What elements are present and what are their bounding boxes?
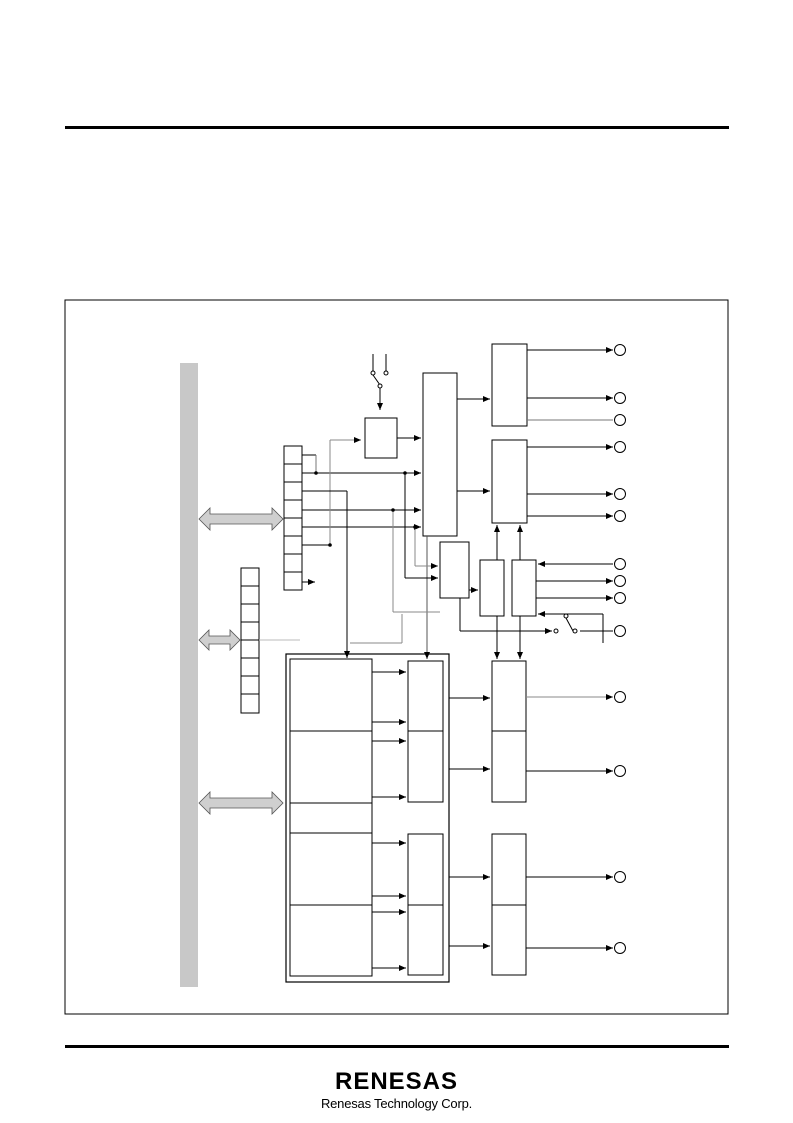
register-stack-a — [283, 445, 303, 591]
control-block — [439, 541, 470, 599]
header-rule — [65, 126, 729, 129]
output-block-1 — [491, 343, 528, 427]
io-block-2 — [511, 559, 537, 617]
output-lines-top — [527, 347, 613, 519]
internal-bus — [180, 363, 198, 987]
io-lines — [424, 536, 613, 659]
prescaler-block — [364, 417, 398, 459]
bus-arrow-top — [198, 507, 284, 531]
bus-arrow-bottom — [198, 791, 284, 815]
register-stack-b — [240, 567, 260, 714]
register-to-compare-arrows — [372, 669, 406, 971]
diagram-frame — [64, 299, 729, 1015]
clock-select-switch — [370, 354, 389, 410]
compare-blocks — [407, 660, 444, 976]
footer-rule — [65, 1045, 729, 1048]
output-lines-lower — [526, 694, 613, 951]
counter-block — [422, 372, 458, 537]
pins — [614, 344, 626, 954]
compare-to-output-arrows — [449, 695, 490, 949]
output-blocks-lower — [491, 660, 527, 976]
renesas-logo: RENESAS — [334, 1068, 459, 1095]
io-block-1 — [479, 559, 505, 617]
company-name: Renesas Technology Corp. — [320, 1096, 473, 1111]
register-a-connections — [302, 437, 440, 658]
output-block-2 — [491, 439, 528, 524]
lower-module — [285, 653, 450, 983]
bus-arrow-middle — [198, 629, 241, 651]
